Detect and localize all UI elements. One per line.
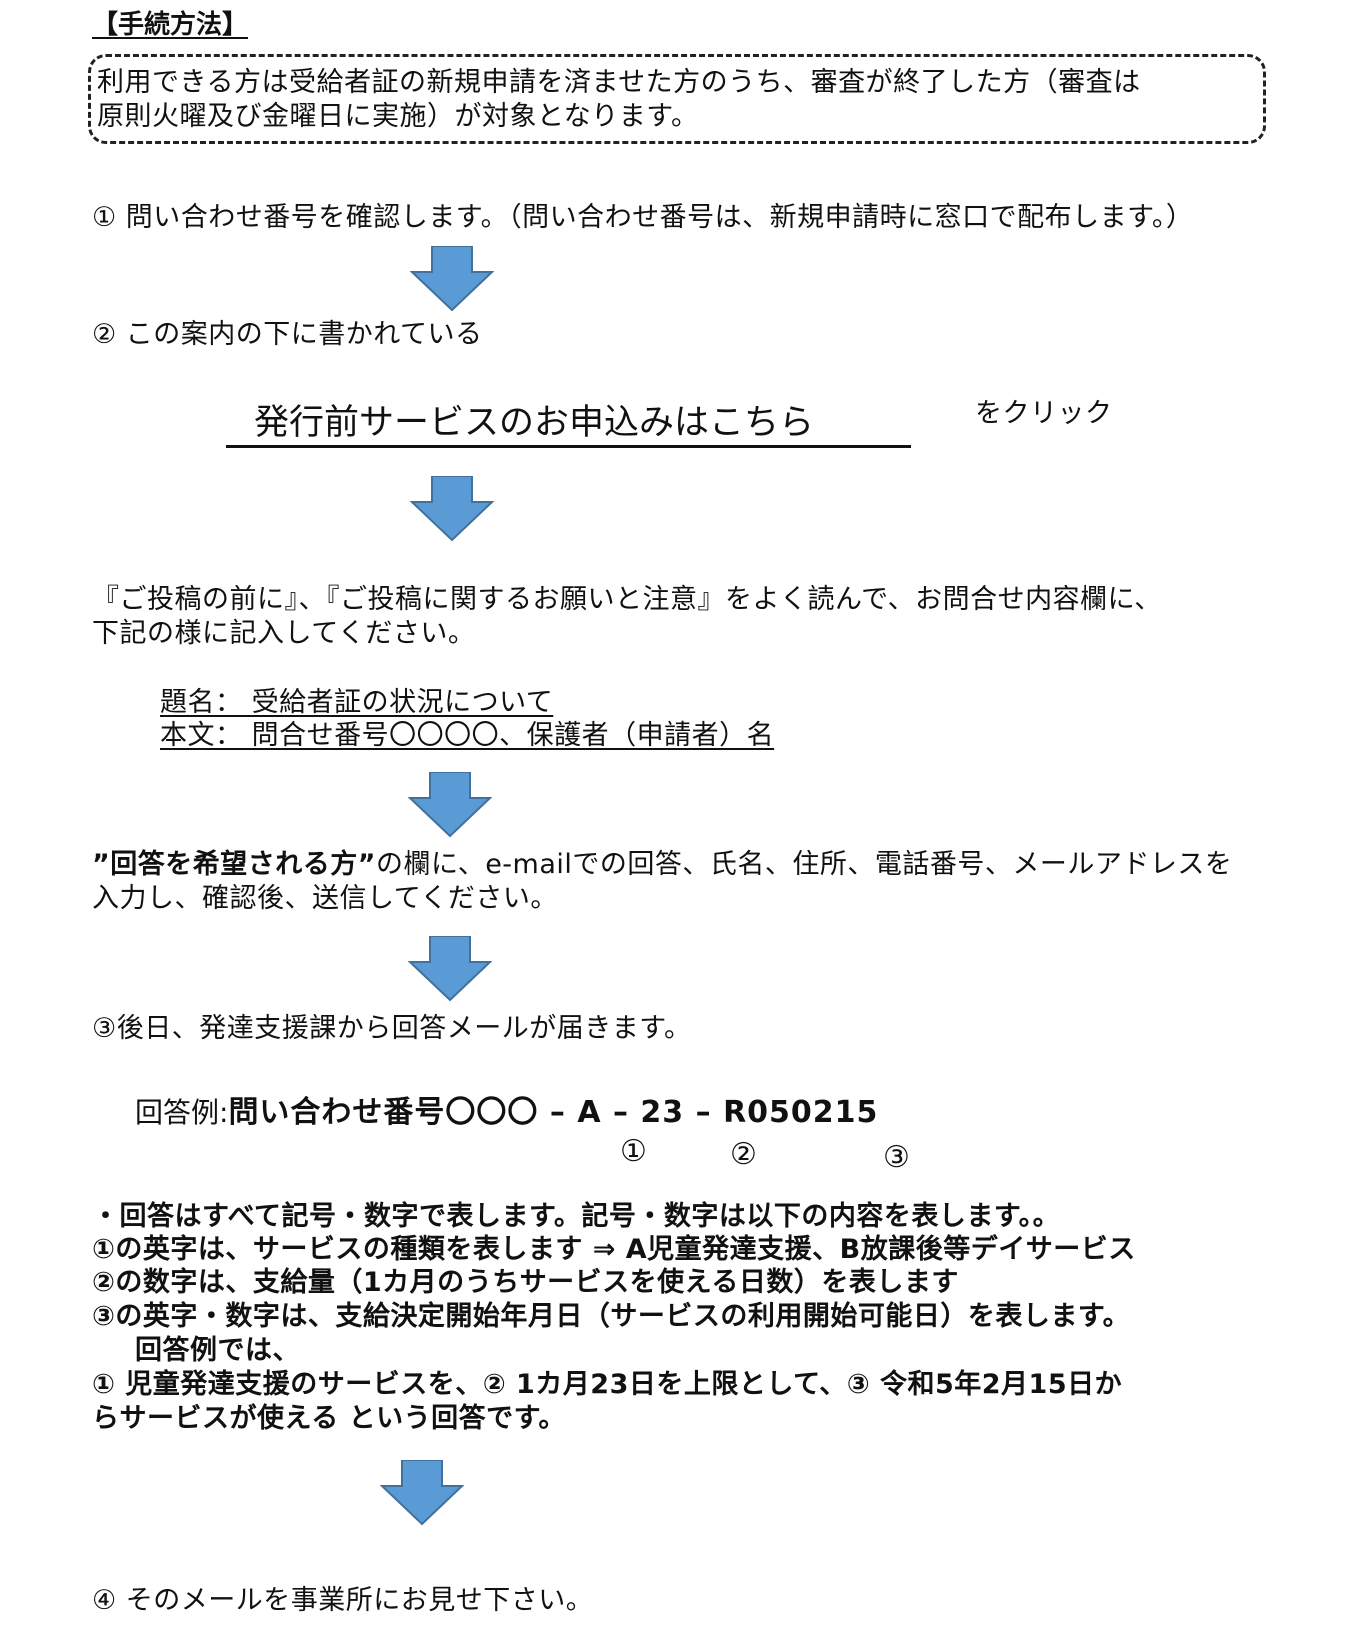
notice-line-2: 原則火曜及び金曜日に実施）が対象となります。	[97, 101, 699, 132]
reply-field-name: ”回答を希望される方”	[92, 849, 376, 880]
example-prefix: 回答例:	[135, 1096, 229, 1129]
answer-example: 回答例:問い合わせ番号〇〇〇 – A – 23 – R050215	[135, 1095, 878, 1131]
explanation-line-6: ① 児童発達支援のサービスを、② 1カ月23日を上限として、③ 令和5年2月15…	[92, 1369, 1123, 1400]
down-arrow-icon	[408, 772, 492, 838]
reply-line-2: 入力し、確認後、送信してください。	[92, 883, 558, 914]
down-arrow-icon	[410, 476, 494, 542]
example-marker-2: ②	[730, 1137, 757, 1172]
reply-line-1: ”回答を希望される方”の欄に、e-mailでの回答、氏名、住所、電話番号、メール…	[92, 848, 1232, 882]
step-4-text: ④ そのメールを事業所にお見せ下さい。	[92, 1585, 594, 1616]
template-subject: 題名： 受給者証の状況について	[160, 687, 554, 718]
eligibility-notice-box: 利用できる方は受給者証の新規申請を済ませた方のうち、審査が終了した方（審査は 原…	[88, 54, 1266, 144]
step-3-text: ③後日、発達支援課から回答メールが届きます。	[92, 1013, 692, 1044]
explanation-line-4: ③の英字・数字は、支給決定開始年月日（サービスの利用開始可能日）を表します。	[92, 1301, 1131, 1332]
click-instruction-text: をクリック	[975, 398, 1113, 429]
example-marker-1: ①	[620, 1134, 647, 1169]
example-code: 問い合わせ番号〇〇〇 – A – 23 – R050215	[228, 1095, 879, 1130]
template-body: 本文： 問合せ番号〇〇〇〇、保護者（申請者）名	[160, 720, 775, 751]
service-application-link[interactable]: 発行前サービスのお申込みはこちら	[226, 401, 911, 448]
page-heading: 【手続方法】	[92, 10, 249, 40]
down-arrow-icon	[410, 246, 494, 312]
step-1-text: ① 問い合わせ番号を確認します。（問い合わせ番号は、新規申請時に窓口で配布します…	[92, 202, 1194, 233]
explanation-line-2: ①の英字は、サービスの種類を表します ⇒ A児童発達支援、B放課後等デイサービス	[92, 1234, 1136, 1265]
explanation-line-7: らサービスが使える という回答です。	[92, 1403, 566, 1434]
explanation-line-1: ・回答はすべて記号・数字で表します。記号・数字は以下の内容を表します。。	[92, 1201, 1061, 1232]
down-arrow-icon	[380, 1460, 464, 1526]
example-marker-3: ③	[883, 1140, 910, 1175]
reply-line-1-rest: の欄に、e-mailでの回答、氏名、住所、電話番号、メールアドレスを	[376, 849, 1233, 880]
down-arrow-icon	[408, 936, 492, 1002]
instruction-line-1: 『ご投稿の前に』、『ご投稿に関するお願いと注意』をよく読んで、お問合せ内容欄に、	[92, 584, 1162, 615]
explanation-line-5: 回答例では、	[135, 1335, 300, 1366]
instruction-line-2: 下記の様に記入してください。	[92, 618, 476, 649]
notice-line-1: 利用できる方は受給者証の新規申請を済ませた方のうち、審査が終了した方（審査は	[97, 67, 1141, 98]
explanation-line-3: ②の数字は、支給量（1カ月のうちサービスを使える日数）を表します	[92, 1267, 959, 1298]
step-2-text: ② この案内の下に書かれている	[92, 319, 483, 350]
